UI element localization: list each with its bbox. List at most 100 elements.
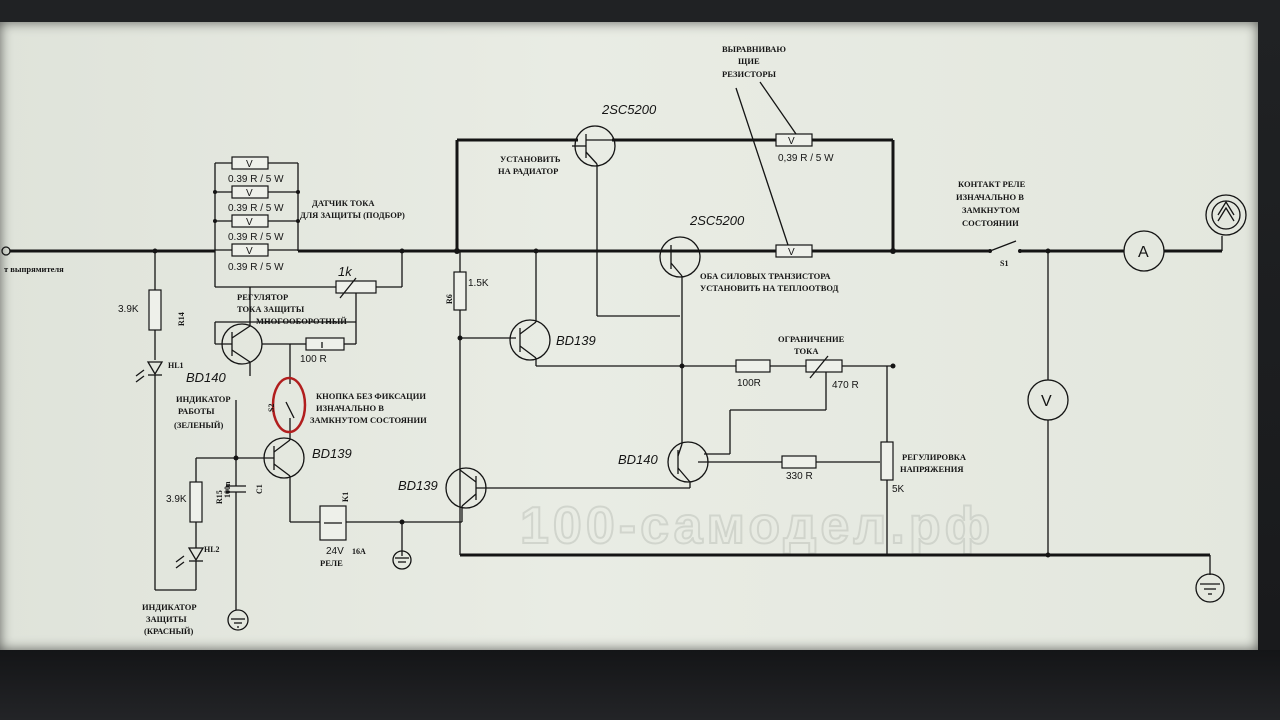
bd140-left-label: BD140: [186, 370, 227, 385]
hl2-label: HL2: [204, 545, 220, 554]
ground-rail: [460, 553, 1225, 603]
transistor-bd139-middle: [509, 248, 736, 367]
regulator-label-1: РЕГУЛЯТОР: [237, 292, 288, 302]
input-terminal: [1, 246, 11, 256]
bd139-bottom-label: BD139: [398, 478, 438, 493]
pot-5k-value: 5K: [892, 484, 905, 495]
relay-contact-label-4: СОСТОЯНИИ: [962, 218, 1019, 228]
sense-resistor-1-value: 0.39 R / 5 W: [228, 174, 284, 185]
potentiometer-5k: [880, 363, 896, 555]
bal-resistor-top-mark: V: [788, 136, 795, 147]
ground-left: [227, 609, 249, 631]
resistor-r15: [189, 458, 203, 540]
sense-resistor-3-mark: V: [246, 217, 253, 228]
highlight-circle: [271, 376, 307, 434]
sense-resistor-3: [231, 214, 269, 228]
r-100r-value: 100R: [737, 378, 761, 389]
resistor-330r: [760, 455, 880, 469]
main-rail: [1, 236, 1223, 256]
balancing-resistor-top: [775, 133, 813, 147]
bd140-right-label: BD140: [618, 452, 659, 467]
output-terminal-icon: [1205, 194, 1247, 236]
pot-1k-value: 1k: [338, 264, 353, 279]
ind-work-label-1: ИНДИКАТОР: [176, 394, 231, 404]
voltadj-label-1: РЕГУЛИРОВКА: [902, 452, 967, 462]
sensor-label: ДАТЧИК ТОКА: [312, 198, 375, 208]
button-s2: [271, 344, 307, 440]
q2-label: 2SC5200: [689, 213, 745, 228]
ind-work-label-2: РАБОТЫ: [178, 406, 215, 416]
resistor-100r-right: [679, 359, 806, 373]
sense-resistor-1-mark: V: [246, 159, 253, 170]
resistor-r14: [148, 248, 162, 360]
transistor-bd140-right: [476, 441, 760, 489]
sense-resistor-1: [231, 156, 269, 170]
r6-value: 1.5K: [468, 278, 489, 289]
bal-resistor-top-value: 0,39 R / 5 W: [778, 153, 834, 164]
relay-contact-label-2: ИЗНАЧАЛЬНО В: [956, 192, 1024, 202]
sense-resistor-2: [231, 185, 269, 199]
relay-voltage: 24V: [326, 546, 344, 557]
button-label-2: ИЗНАЧАЛЬНО В: [316, 403, 384, 413]
relay-label: РЕЛЕ: [320, 558, 343, 568]
transistor-bd140-left: [214, 287, 356, 376]
c1-name: C1: [255, 484, 264, 494]
transistor-bd139-left: [196, 437, 320, 523]
r6-name: R6: [445, 294, 454, 304]
transistor-2sc5200-bottom: [659, 236, 776, 444]
resistor-100r: [290, 322, 357, 351]
balance-label-1: ВЫРАВНИВАЮ: [722, 44, 786, 54]
power-loop: [454, 138, 896, 254]
voltmeter: [1027, 248, 1069, 558]
balance-pointer-1: [759, 81, 797, 135]
regulator-label-2: ТОКА ЗАЩИТЫ: [237, 304, 305, 314]
transistor-bd139-bottom: [445, 467, 487, 522]
current-sensor-bank: [213, 156, 300, 257]
q1-label: 2SC5200: [601, 102, 657, 117]
ground-relay: [392, 550, 412, 570]
ind-prot-label-1: ИНДИКАТОР: [142, 602, 197, 612]
ind-prot-label-3: (КРАСНЫЙ): [144, 626, 194, 636]
r-100-value: 100 R: [300, 354, 327, 365]
ammeter: [1123, 230, 1165, 272]
sense-resistor-4-mark: V: [246, 246, 253, 257]
sensor-label-2: ДЛЯ ЗАЩИТЫ (ПОДБОР): [300, 210, 405, 220]
regulator-label-3: МНОГООБОРОТНЫЙ: [256, 316, 347, 326]
relay-current: 16A: [352, 547, 366, 556]
sense-resistor-4: [231, 243, 269, 257]
ammeter-symbol: A: [1138, 244, 1149, 261]
transistor-2sc5200-top: [572, 125, 680, 317]
sense-resistor-3-value: 0.39 R / 5 W: [228, 232, 284, 243]
relay-k1: [319, 505, 462, 556]
relay-contact-s1: [988, 240, 1022, 253]
r-330-value: 330 R: [786, 471, 813, 482]
r14-name: R14: [177, 312, 186, 326]
r15-name: R15: [215, 490, 224, 504]
potentiometer-1k: [214, 248, 405, 322]
s1-label: S1: [1000, 259, 1008, 268]
r14-value: 3.9K: [118, 304, 139, 315]
sense-resistor-2-mark: V: [246, 188, 253, 199]
button-label-1: КНОПКА БЕЗ ФИКСАЦИИ: [316, 391, 426, 401]
radiator-label-2: НА РАДИАТОР: [498, 166, 558, 176]
monitor-bezel: [0, 650, 1280, 720]
r15-value: 3.9K: [166, 494, 187, 505]
rectifier-label: т выпрямителя: [4, 264, 64, 274]
ind-prot-label-2: ЗАЩИТЫ: [146, 614, 187, 624]
balance-label-2: ЩИЕ: [738, 56, 760, 66]
led-hl2: [175, 540, 205, 590]
relay-contact-label-1: КОНТАКТ РЕЛЕ: [958, 179, 1026, 189]
ind-work-label-3: (ЗЕЛЕНЫЙ): [174, 420, 223, 430]
relay-contact-label-3: ЗАМКНУТОМ: [962, 205, 1020, 215]
bal-resistor-bottom-mark: V: [788, 247, 795, 258]
balance-label-3: РЕЗИСТОРЫ: [722, 69, 777, 79]
resistor-r6: [453, 251, 516, 555]
sense-resistor-4-value: 0.39 R / 5 W: [228, 262, 284, 273]
both-label-2: УСТАНОВИТЬ НА ТЕПЛООТВОД: [700, 283, 839, 293]
pot-470-value: 470 R: [832, 380, 859, 391]
sense-resistor-2-value: 0.39 R / 5 W: [228, 203, 284, 214]
button-label-3: ЗАМКНУТОМ СОСТОЯНИИ: [310, 415, 427, 425]
bd139-left-label: BD139: [312, 446, 352, 461]
voltmeter-symbol: V: [1041, 393, 1052, 410]
